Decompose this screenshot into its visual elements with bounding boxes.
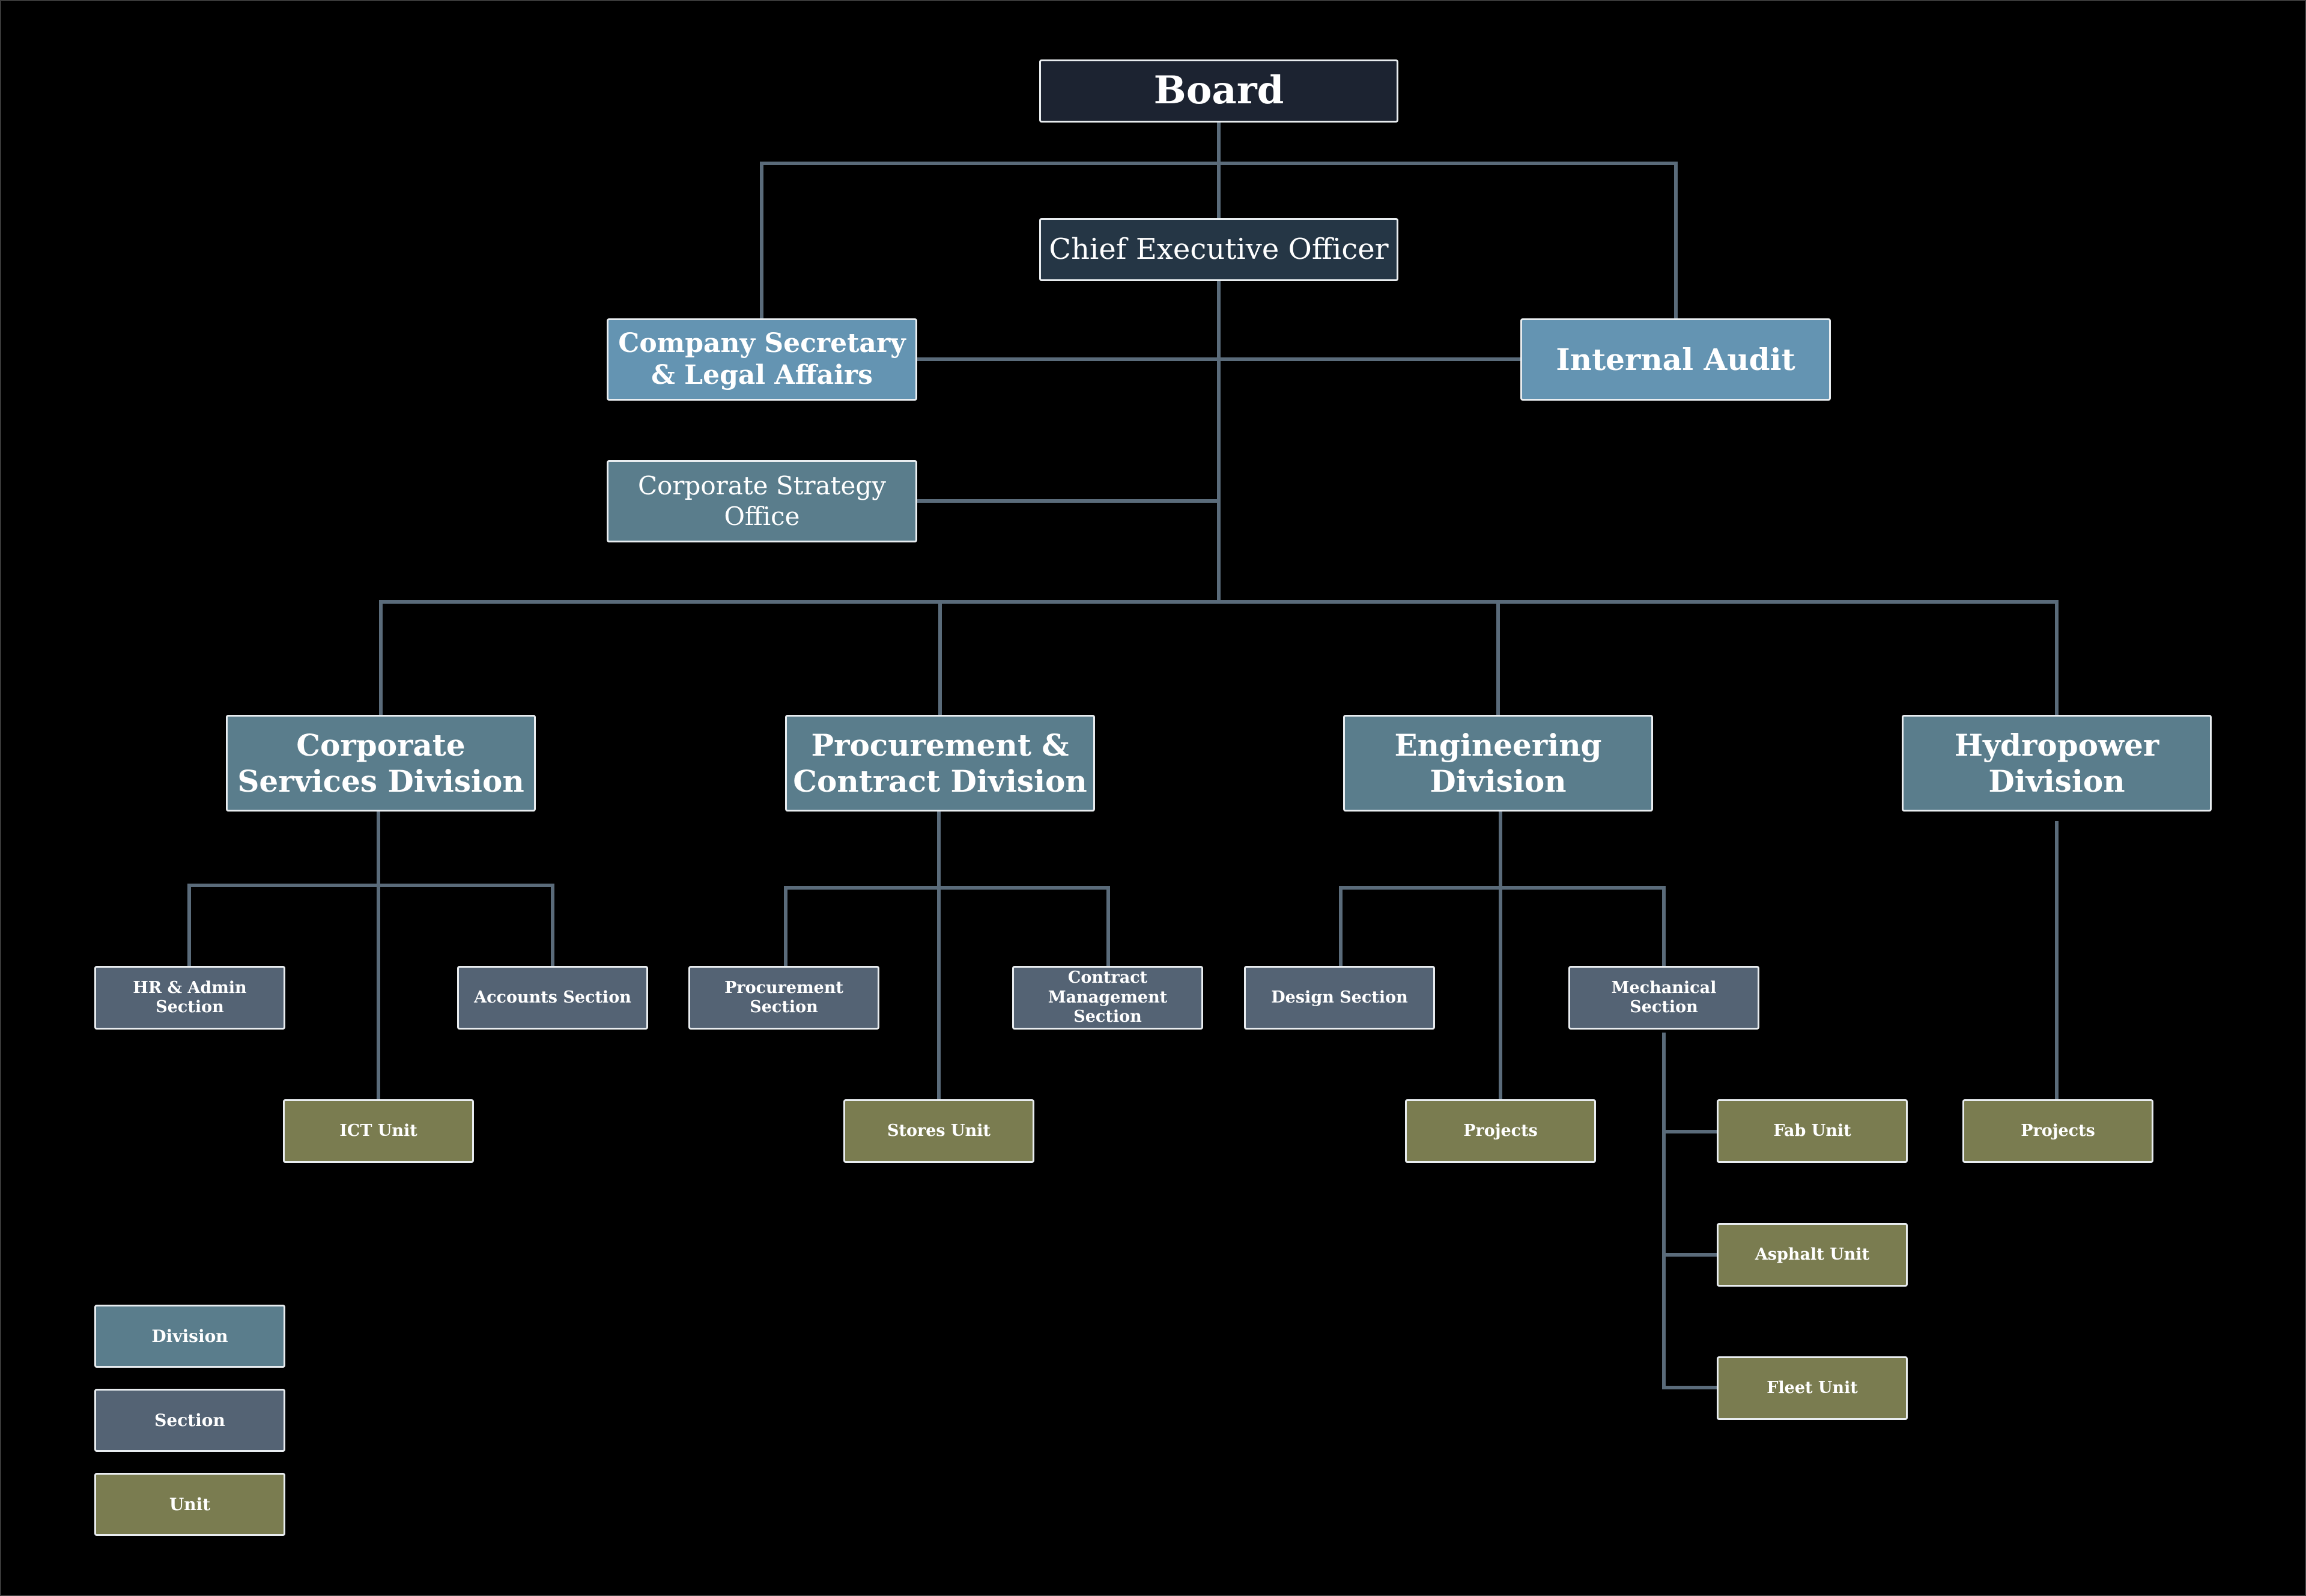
ceo-label: Chief Executive Officer — [1049, 232, 1389, 266]
corporate-strategy-box[interactable]: Corporate Strategy Office — [607, 460, 917, 542]
fab-unit-label: Fab Unit — [1773, 1121, 1851, 1140]
mechanical-section-box[interactable]: Mechanical Section — [1568, 966, 1759, 1030]
fab-unit-box[interactable]: Fab Unit — [1717, 1099, 1908, 1163]
ceo-box[interactable]: Chief Executive Officer — [1039, 218, 1398, 281]
board-label: Board — [1153, 68, 1284, 114]
accounts-section-box[interactable]: Accounts Section — [457, 966, 648, 1030]
fleet-unit-label: Fleet Unit — [1767, 1378, 1858, 1397]
contract-management-section-label: Contract Management Section — [1048, 968, 1168, 1027]
hydropower-division-box[interactable]: Hydropower Division — [1902, 715, 2212, 812]
company-secretary-box[interactable]: Company Secretary & Legal Affairs — [607, 318, 917, 401]
design-section-label: Design Section — [1271, 988, 1408, 1007]
design-section-box[interactable]: Design Section — [1244, 966, 1435, 1030]
corporate-services-division-label: Corporate Services Division — [237, 727, 524, 799]
hr-admin-section-box[interactable]: HR & Admin Section — [94, 966, 285, 1030]
legend-unit-label: Unit — [169, 1494, 211, 1514]
mechanical-section-label: Mechanical Section — [1611, 978, 1717, 1016]
legend-unit: Unit — [94, 1473, 285, 1536]
procurement-section-label: Procurement Section — [724, 978, 843, 1016]
internal-audit-label: Internal Audit — [1556, 341, 1795, 377]
stores-unit-box[interactable]: Stores Unit — [843, 1099, 1034, 1163]
corporate-services-division-box[interactable]: Corporate Services Division — [226, 715, 536, 812]
fleet-unit-box[interactable]: Fleet Unit — [1717, 1356, 1908, 1420]
engineering-projects-unit-label: Projects — [1463, 1121, 1538, 1140]
contract-management-section-box[interactable]: Contract Management Section — [1012, 966, 1203, 1030]
ict-unit-box[interactable]: ICT Unit — [283, 1099, 474, 1163]
procurement-contract-division-label: Procurement & Contract Division — [793, 727, 1087, 799]
stores-unit-label: Stores Unit — [887, 1121, 991, 1140]
procurement-contract-division-box[interactable]: Procurement & Contract Division — [785, 715, 1095, 812]
engineering-division-label: Engineering Division — [1394, 727, 1602, 799]
hydropower-division-label: Hydropower Division — [1954, 727, 2159, 799]
hydropower-projects-unit-label: Projects — [2021, 1121, 2095, 1140]
hr-admin-section-label: HR & Admin Section — [133, 978, 247, 1016]
corporate-strategy-label: Corporate Strategy Office — [638, 471, 886, 531]
asphalt-unit-label: Asphalt Unit — [1755, 1245, 1870, 1264]
asphalt-unit-box[interactable]: Asphalt Unit — [1717, 1223, 1908, 1287]
procurement-section-box[interactable]: Procurement Section — [688, 966, 879, 1030]
hydropower-projects-unit-box[interactable]: Projects — [1962, 1099, 2153, 1163]
ict-unit-label: ICT Unit — [339, 1121, 417, 1140]
board-box[interactable]: Board — [1039, 59, 1398, 123]
accounts-section-label: Accounts Section — [474, 988, 631, 1007]
legend-section: Section — [94, 1389, 285, 1452]
company-secretary-label: Company Secretary & Legal Affairs — [618, 327, 906, 390]
internal-audit-box[interactable]: Internal Audit — [1520, 318, 1831, 401]
engineering-projects-unit-box[interactable]: Projects — [1405, 1099, 1596, 1163]
legend-section-label: Section — [154, 1410, 225, 1430]
engineering-division-box[interactable]: Engineering Division — [1343, 715, 1653, 812]
legend-division: Division — [94, 1305, 285, 1368]
legend-division-label: Division — [151, 1326, 228, 1346]
